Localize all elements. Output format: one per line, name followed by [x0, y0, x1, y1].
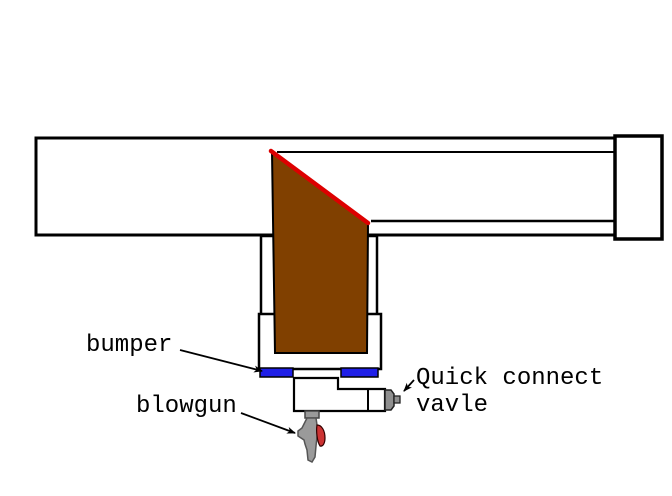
blowgun-label: blowgun [136, 393, 237, 420]
quick-connect-fitting [384, 389, 395, 411]
bumper-left [259, 367, 294, 378]
quick-connect-label-line1: Quick connect [416, 365, 604, 392]
bumper-label: bumper [86, 332, 173, 359]
bumper-arrow [179, 349, 263, 373]
blowgun-body [297, 417, 319, 463]
bumper-right [340, 367, 379, 378]
valve-arrow [403, 379, 415, 392]
tube-end-cap [613, 134, 664, 241]
quick-connect-label-line2: vavle [416, 392, 489, 419]
red-seal-line [268, 148, 371, 226]
quick-connect-nub [393, 395, 401, 404]
blowgun-trigger [316, 424, 326, 447]
manifold-block [292, 376, 387, 413]
blowgun-connector [304, 410, 320, 419]
blowgun-arrow [240, 412, 296, 434]
